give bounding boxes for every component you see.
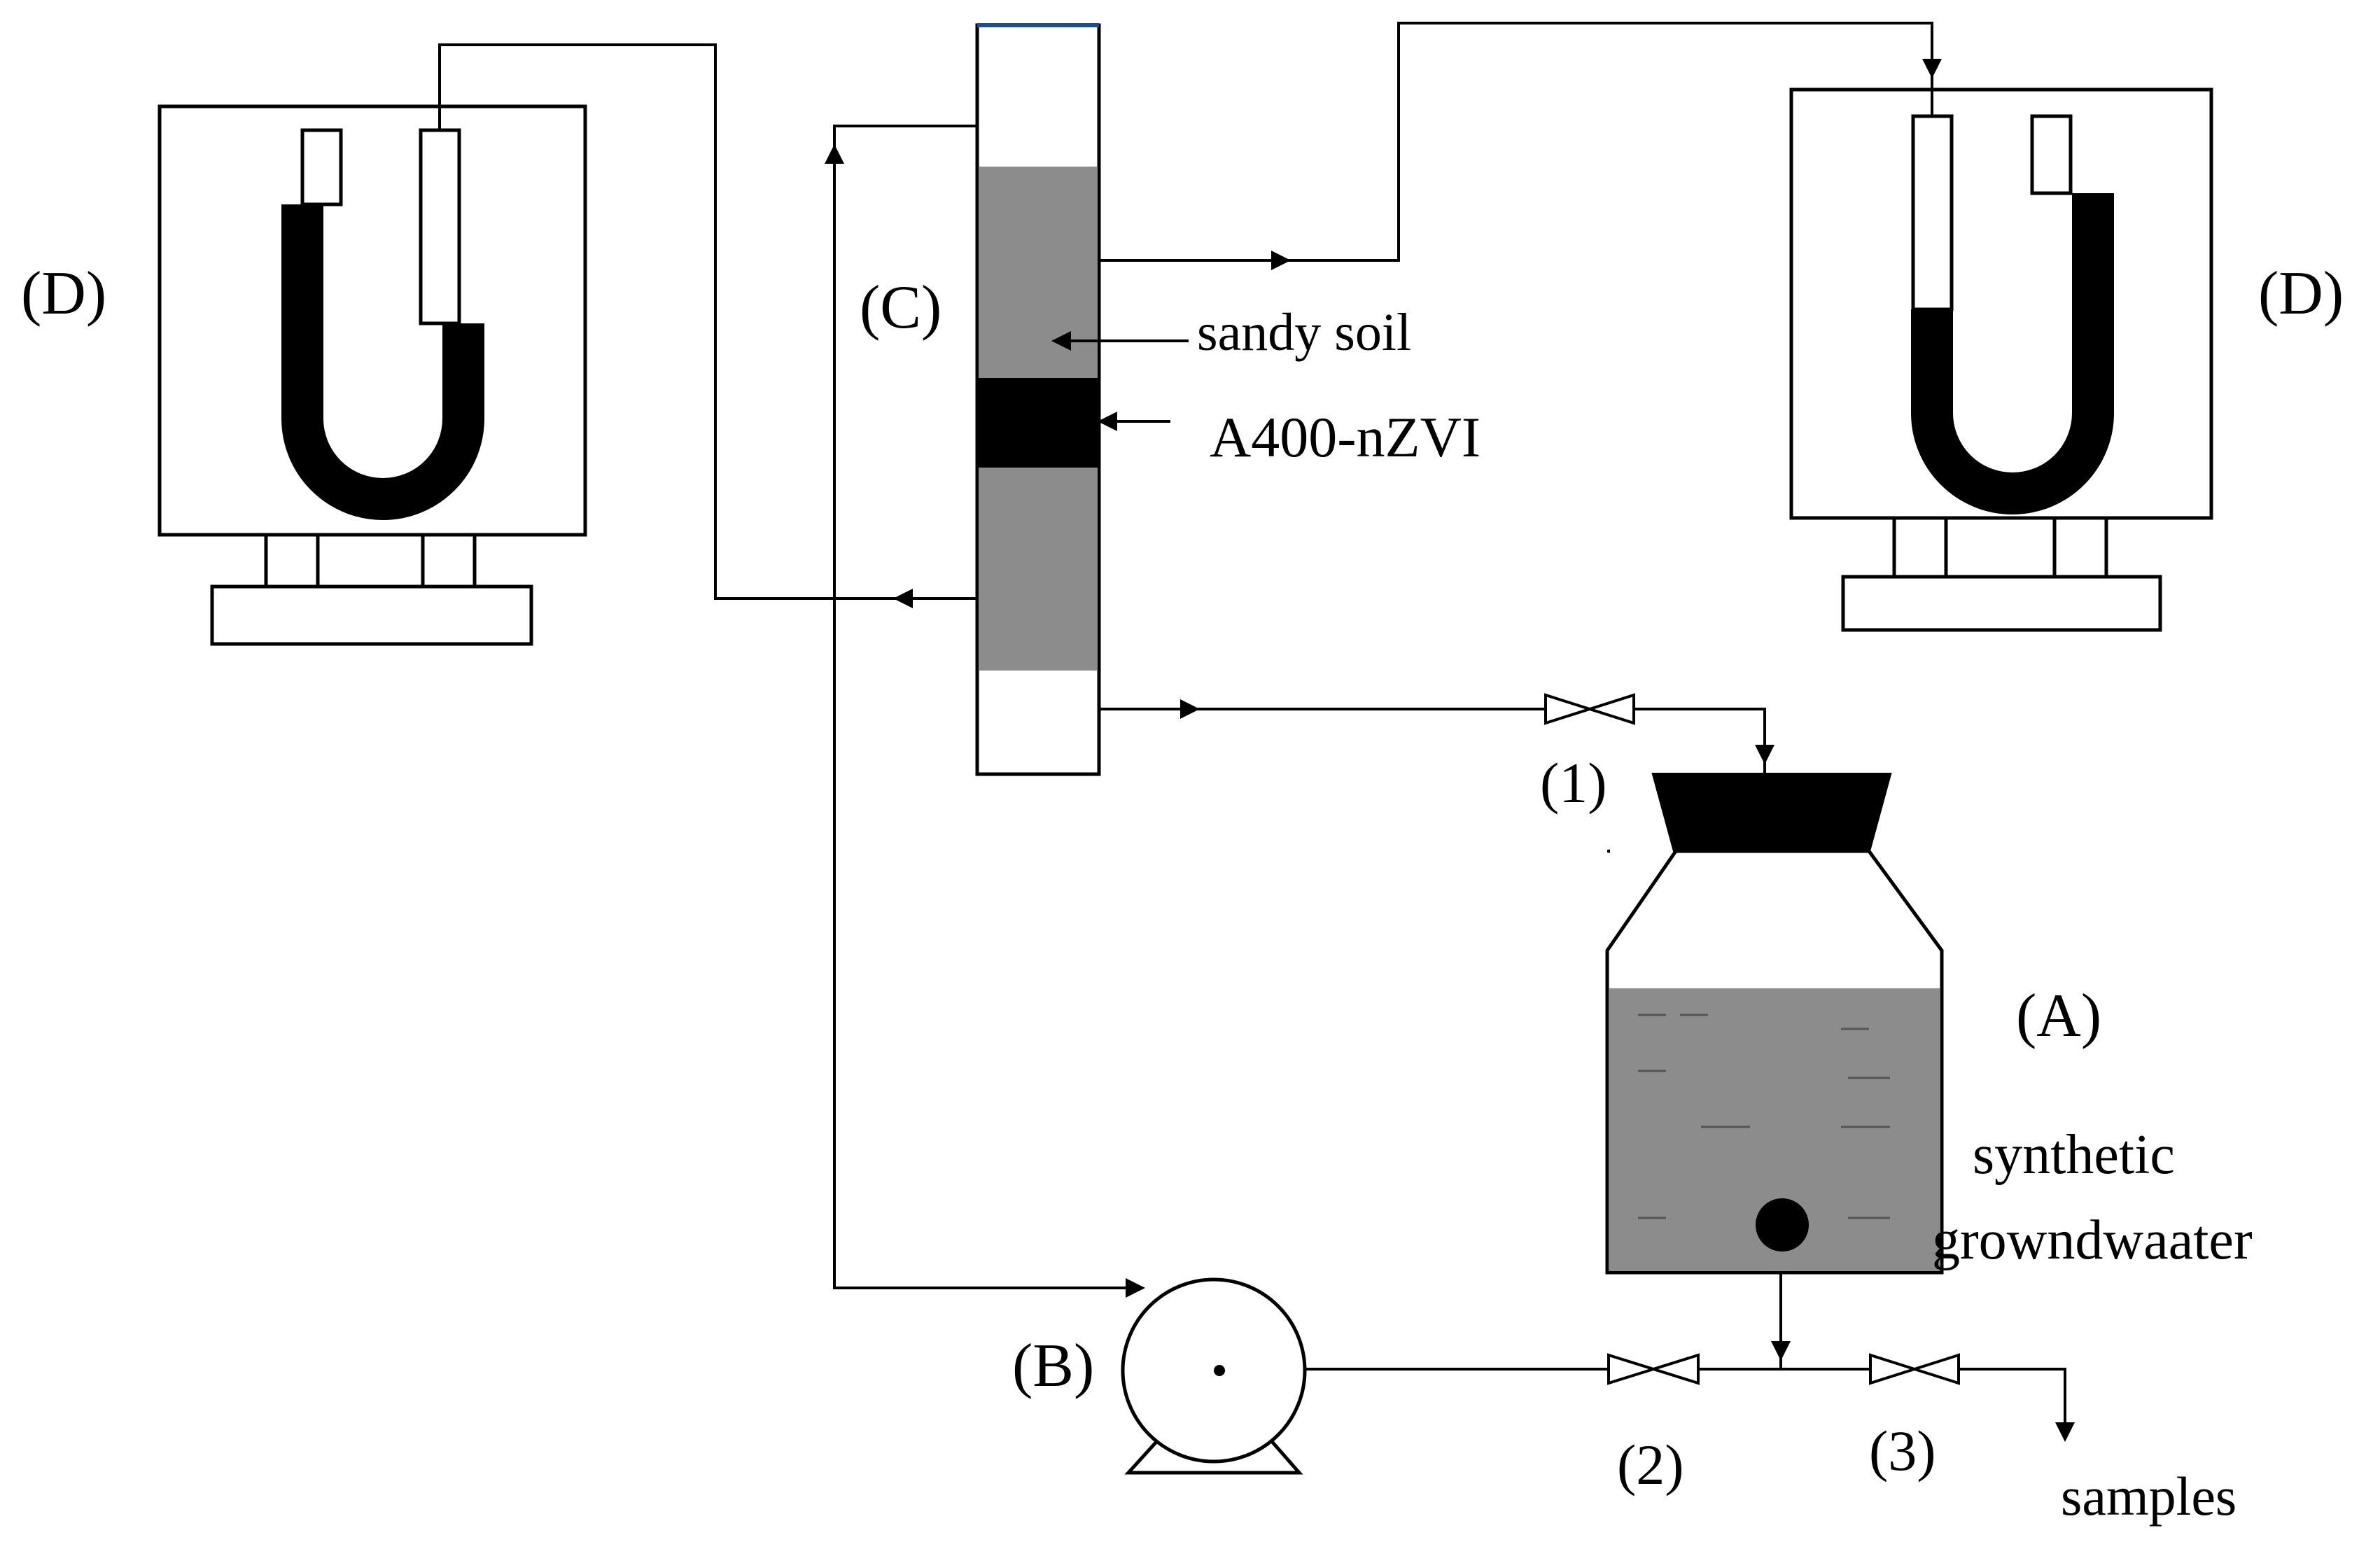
nzvi-layer [979, 378, 1098, 468]
manometer-right-base [1841, 575, 2162, 632]
pipe-left-manometer [438, 43, 977, 600]
nzvi-label: A400-nZVI [1210, 405, 1480, 469]
piping [438, 22, 2075, 1442]
reservoir-label: (A) [2016, 982, 2101, 1050]
manometer-left-base [210, 584, 533, 646]
valve-1[interactable]: (1) [1540, 693, 1635, 815]
sandy-soil-label: sandy soil [1197, 303, 1411, 362]
manometer-left-label: (D) [21, 260, 106, 328]
samples-label: samples [2061, 1466, 2236, 1527]
manometer-left-leg-2 [421, 533, 477, 589]
column-label: (C) [860, 274, 941, 342]
groundwater-label-line2: growndwaater [1932, 1210, 2253, 1271]
pump[interactable]: (B) [1012, 1277, 1307, 1475]
valve-3[interactable]: (3) samples [1869, 1353, 2236, 1527]
valve-1-label: (1) [1540, 751, 1607, 815]
pipe-to-reservoir [1634, 708, 1766, 774]
pump-inlet-dot [1214, 1365, 1225, 1376]
u-tube-liquid-right [1911, 193, 2114, 514]
manometer-right: (D) [1789, 87, 2344, 632]
manometer-left-leg-1 [264, 533, 320, 589]
manometer-right-leg-2 [2052, 516, 2108, 579]
manometer-right-box [1789, 87, 2213, 520]
manometer-right-leg-1 [1892, 516, 1948, 579]
u-tube-liquid-left [281, 204, 484, 520]
soil-column: (C) sandy soil A400-nZVI [860, 23, 1480, 776]
valve-icon[interactable] [1869, 1353, 1960, 1385]
outlet-filter [1756, 1198, 1809, 1252]
pipe-pump-to-column [833, 125, 1131, 1289]
groundwater-label-line1: synthetic [1973, 1124, 2175, 1186]
valve-icon[interactable] [1544, 693, 1635, 725]
sandy-soil-upper [979, 167, 1098, 378]
pump-label: (B) [1012, 1332, 1094, 1400]
manometer-left-box [158, 104, 587, 537]
valve-icon[interactable] [1607, 1353, 1700, 1385]
valve-2-label: (2) [1617, 1433, 1684, 1497]
water-ripples [1638, 1014, 1890, 1219]
manometer-right-label: (D) [2258, 260, 2344, 328]
manometer-left: (D) [21, 104, 587, 646]
u-tube-right-right-arm-empty [2030, 114, 2073, 195]
u-tube-right-arm-empty [419, 128, 461, 325]
pipe-to-samples [1959, 1368, 2066, 1428]
valve-3-label: (3) [1869, 1419, 1936, 1483]
sandy-soil-lower [979, 468, 1098, 671]
u-tube-left-arm-empty [300, 128, 343, 206]
reservoir-stopper [1651, 773, 1892, 853]
valve-2[interactable]: (2) [1607, 1353, 1700, 1497]
reservoir: (A) synthetic growndwaater [1605, 773, 2253, 1275]
u-tube-right-left-arm-empty [1911, 114, 1954, 311]
